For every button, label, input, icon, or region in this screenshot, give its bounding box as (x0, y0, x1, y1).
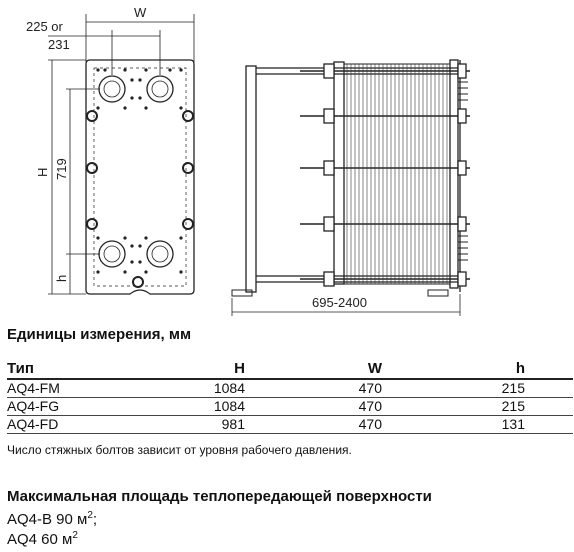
cell-type: AQ4-FG (7, 397, 102, 416)
bolts-note: Число стяжных болтов зависит от уровня р… (7, 443, 352, 457)
dim-719-label: 719 (54, 158, 69, 180)
cell-type: AQ4-FM (7, 379, 102, 398)
cell-h-small: 131 (382, 415, 525, 434)
header-type: Тип (7, 360, 102, 380)
cell-w: 470 (245, 415, 382, 434)
max-area-suffix: ; (92, 511, 98, 528)
header-w: W (245, 360, 382, 380)
heat-exchanger-drawing: W 225 or 231 H 719 h (26, 5, 470, 316)
cell-w: 470 (245, 397, 382, 416)
cell-type: AQ4-FD (7, 415, 102, 434)
max-area-sup: 2 (87, 510, 93, 521)
header-h-small: h (382, 360, 525, 380)
cell-h-small: 215 (382, 397, 525, 416)
max-area-line-aq4: AQ4 60 м2 (7, 530, 78, 548)
max-area-sup: 2 (72, 530, 78, 541)
cell-h-small: 215 (382, 379, 525, 398)
cell-spacer (525, 379, 573, 398)
table-header-row: Тип H W h (7, 360, 573, 380)
table-row: AQ4-FM 1084 470 215 (7, 379, 573, 398)
table-row: AQ4-FD 981 470 131 (7, 415, 573, 434)
dim-length-label: 695-2400 (312, 295, 367, 310)
cell-w: 470 (245, 379, 382, 398)
units-heading: Единицы измерения, мм (7, 326, 192, 343)
dim-h-small-label: h (54, 275, 69, 282)
header-spacer (525, 360, 573, 380)
cell-h: 1084 (102, 397, 245, 416)
header-h: H (102, 360, 245, 380)
cell-h: 1084 (102, 379, 245, 398)
max-area-line-aq4b: AQ4-B 90 м2; (7, 510, 97, 528)
cell-spacer (525, 397, 573, 416)
max-area-heading: Максимальная площадь теплопередающей пов… (7, 488, 432, 505)
cell-h: 981 (102, 415, 245, 434)
spec-table: Тип H W h AQ4-FM 1084 470 215 AQ4-FG 108… (7, 360, 573, 434)
front-view (48, 14, 195, 295)
max-area-text: AQ4-B 90 м (7, 511, 88, 528)
max-area-text: AQ4 60 м (7, 531, 73, 548)
side-view (231, 59, 470, 316)
plate-pack (346, 64, 448, 284)
dim-225-label: 225 or (26, 19, 64, 34)
dim-h-label: H (35, 168, 50, 177)
table-row: AQ4-FG 1084 470 215 (7, 397, 573, 416)
cell-spacer (525, 415, 573, 434)
dim-231-label: 231 (48, 37, 70, 52)
dim-w-label: W (134, 5, 147, 20)
